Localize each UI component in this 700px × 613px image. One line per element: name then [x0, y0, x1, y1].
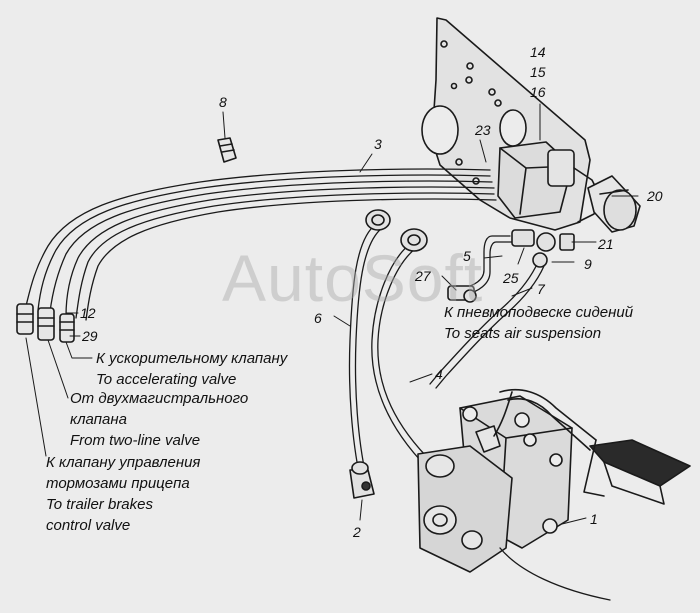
- label-12: 12: [80, 305, 96, 321]
- caption-twoline-en: From two-line valve: [70, 432, 201, 449]
- label-3: 3: [374, 136, 382, 152]
- label-4: 4: [435, 366, 443, 382]
- caption-accel: К ускорительному клапану To accelerating…: [96, 348, 287, 390]
- fitting-2: [349, 461, 375, 499]
- tee-fitting: [511, 229, 575, 268]
- pipe-bundle: [25, 168, 497, 321]
- handle: [587, 175, 641, 233]
- brake-valve-assembly: [417, 391, 573, 573]
- caption-seats-en: To seats air suspension: [444, 325, 602, 342]
- caption-twoline-ru-2: клапана: [70, 411, 127, 428]
- pipe-4-fitting: [400, 228, 428, 252]
- pipe-4: [371, 243, 427, 461]
- label-15: 15: [530, 64, 546, 80]
- caption-trailer-en-1: To trailer brakes: [46, 496, 153, 513]
- pipe-fittings-left: [16, 303, 75, 343]
- caption-trailer-en-2: control valve: [46, 517, 131, 534]
- label-20: 20: [647, 188, 663, 204]
- label-29: 29: [82, 328, 98, 344]
- label-21: 21: [598, 236, 614, 252]
- fitting-27: [447, 285, 477, 303]
- label-25: 25: [503, 270, 519, 286]
- brake-pedal: [499, 388, 691, 505]
- caption-seats: К пневмоподвеске сидений To seats air su…: [444, 302, 633, 344]
- caption-twoline-ru-1: От двухмагистрального: [70, 390, 249, 407]
- caption-accel-en: To accelerating valve: [96, 371, 237, 388]
- pipe-6: [348, 223, 383, 479]
- watermark: AutoSoft: [222, 241, 484, 315]
- label-1: 1: [590, 511, 598, 527]
- caption-trailer-ru-1: К клапану управления: [46, 454, 201, 471]
- hand-brake-valve: [497, 141, 601, 223]
- caption-trailer-ru-2: тормозами прицепа: [46, 475, 190, 492]
- caption-twoline: От двухмагистрального клапана From two-l…: [70, 388, 248, 451]
- part-8: [217, 137, 237, 163]
- caption-trailer: К клапану управления тормозами прицепа T…: [46, 452, 200, 536]
- label-5: 5: [463, 248, 471, 264]
- pipe-6-fitting: [365, 209, 391, 231]
- caption-seats-ru: К пневмоподвеске сидений: [444, 304, 634, 321]
- output-pipe: [499, 547, 611, 601]
- label-16: 16: [530, 84, 546, 100]
- label-2: 2: [353, 524, 361, 540]
- label-14: 14: [530, 44, 546, 60]
- label-23: 23: [475, 122, 491, 138]
- label-8: 8: [219, 94, 227, 110]
- leader-lines: [25, 103, 639, 525]
- label-7: 7: [537, 281, 545, 297]
- label-27: 27: [415, 268, 431, 284]
- pipe-7: [429, 261, 545, 389]
- pipe-5: [461, 235, 513, 295]
- label-6: 6: [314, 310, 322, 326]
- caption-accel-ru: К ускорительному клапану: [96, 350, 288, 367]
- label-9: 9: [584, 256, 592, 272]
